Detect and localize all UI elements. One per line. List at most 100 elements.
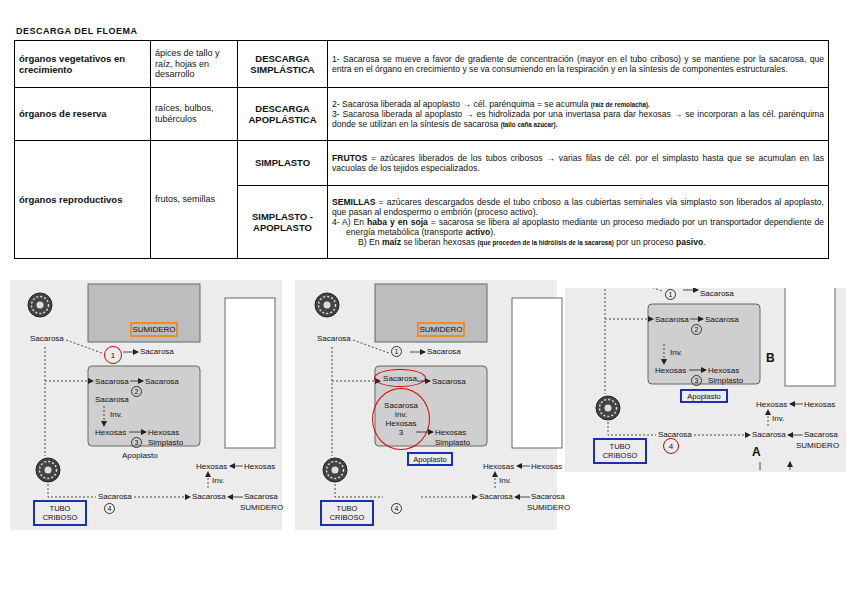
node-text: 1 bbox=[111, 351, 115, 360]
paragraph: frutos, semillas bbox=[155, 194, 233, 205]
paragraph: DESCARGA APOPLÁSTICA bbox=[242, 103, 323, 126]
sink-box: SUMIDERO bbox=[130, 322, 178, 337]
diagram-label: Sacarosa bbox=[145, 377, 179, 386]
cell-text: SIMPLASTO - APOPLASTO bbox=[252, 211, 313, 233]
cell-text: se liberan hexosas bbox=[401, 237, 477, 247]
diagram-label: Sacarosa bbox=[244, 492, 278, 501]
cell-text: B) En bbox=[358, 237, 382, 247]
cell-text: (que proceden de la hidrólisis de la sac… bbox=[477, 239, 613, 246]
paragraph: SIMPLASTO - APOPLASTO bbox=[242, 211, 323, 234]
diagram-label: Hexosas bbox=[244, 462, 275, 471]
sink-box: SUMIDERO bbox=[417, 322, 465, 337]
cell-text: maíz bbox=[382, 237, 401, 247]
diagram-label: Sacarosa bbox=[658, 430, 692, 439]
cell-text: . bbox=[703, 237, 705, 247]
node-text: 4 bbox=[669, 442, 673, 451]
table-cell: órganos de reserva bbox=[14, 87, 151, 141]
table-cell: 2- Sacarosa liberada al apoplasto → cél.… bbox=[327, 87, 829, 141]
cell-content: DESCARGA SIMPLÁSTICA bbox=[242, 53, 323, 76]
node-text: TUBO CRIBOSO bbox=[325, 504, 369, 522]
table-cell: 1- Sacarosa se mueve a favor de gradient… bbox=[327, 40, 829, 88]
table-cell: SIMPLASTO - APOPLASTO bbox=[237, 185, 328, 259]
paragraph: órganos reproductivos bbox=[19, 194, 146, 205]
table-cell: raíces, bulbos, tubérculos bbox=[150, 87, 238, 141]
apoplast-box: Apoplasto bbox=[407, 452, 453, 466]
callout-number: 1 bbox=[391, 346, 402, 357]
cell-content: SIMPLASTO bbox=[242, 157, 323, 168]
paragraph: FRUTOS = azúcares liberados de los tubos… bbox=[332, 153, 824, 173]
paragraph: SIMPLASTO bbox=[242, 157, 323, 168]
node-text: SUMIDERO bbox=[419, 325, 462, 334]
cell-content: órganos vegetativos en crecimiento bbox=[19, 53, 146, 76]
diagram-label: Inv. bbox=[772, 414, 784, 423]
paragraph: B) En maíz se liberan hexosas (que proce… bbox=[332, 237, 824, 247]
node-text: Hexosas bbox=[385, 419, 416, 428]
diagram-label: Sacarosa bbox=[655, 315, 689, 324]
region-letter: B bbox=[766, 352, 775, 365]
cell-text: DESCARGA SIMPLÁSTICA bbox=[250, 53, 314, 75]
node-text: 3 bbox=[399, 428, 403, 437]
diagram-label: Simplasto bbox=[148, 438, 183, 447]
diagram-label: Sacarosa bbox=[432, 377, 466, 386]
cell-content: raíces, bulbos, tubérculos bbox=[155, 103, 233, 125]
diagram-label: Sacarosa bbox=[700, 289, 734, 298]
table-cell: órganos vegetativos en crecimiento bbox=[14, 40, 151, 88]
apoplast-box: Apoplasto bbox=[680, 389, 728, 403]
node-text: TUBO CRIBOSO bbox=[38, 504, 82, 522]
cell-text: 2- Sacarosa liberada al apoplasto → cél.… bbox=[332, 99, 591, 109]
diagram-label: Sacarosa bbox=[705, 315, 739, 324]
diagram-label: SUMIDERO bbox=[527, 503, 570, 512]
paragraph: 1- Sacarosa se mueve a favor de gradient… bbox=[332, 54, 824, 74]
cell-text: órganos de reserva bbox=[19, 108, 107, 119]
cell-text: = azúcares liberados de los tubos cribos… bbox=[332, 153, 824, 173]
cell-text: órganos vegetativos en crecimiento bbox=[19, 53, 125, 75]
cell-text: DESCARGA APOPLÁSTICA bbox=[248, 103, 316, 125]
cell-text: (raíz de remolacha). bbox=[591, 101, 650, 108]
diagram-label: Inv. bbox=[499, 476, 511, 485]
diagram-label: Inv. bbox=[670, 348, 682, 357]
diagram-label: Hexosas bbox=[708, 366, 739, 375]
sieve-tube-box: TUBO CRIBOSO bbox=[320, 500, 374, 526]
cell-text: 3- Sacarosa liberada al apoplasto → es h… bbox=[332, 109, 824, 129]
cell-content: SEMILLAS = azúcares descargados desde el… bbox=[332, 197, 824, 248]
node-text: SUMIDERO bbox=[132, 325, 175, 334]
node-text: TUBO CRIBOSO bbox=[598, 442, 642, 460]
callout-number: 2 bbox=[131, 386, 142, 397]
diagram-label: Sacarosa bbox=[140, 347, 174, 356]
diagram-label: SUMIDERO bbox=[796, 441, 839, 450]
diagram-label: SUMIDERO bbox=[240, 503, 283, 512]
paragraph: raíces, bulbos, tubérculos bbox=[155, 103, 233, 125]
flow-arrow bbox=[104, 406, 105, 426]
cell-text: (tallo caña azúcar). bbox=[501, 121, 558, 128]
node-text: Apoplasto bbox=[413, 455, 446, 464]
cell-text: SIMPLASTO bbox=[255, 157, 310, 168]
diagram-label: Sacarosa bbox=[752, 430, 786, 439]
cell-content: FRUTOS = azúcares liberados de los tubos… bbox=[332, 153, 824, 173]
region-letter: A bbox=[752, 446, 761, 459]
diagram-label: Sacarosa bbox=[192, 492, 226, 501]
callout-number: 2 bbox=[691, 324, 702, 335]
cell-text: = azúcares descargados desde el tubo cri… bbox=[332, 197, 824, 217]
node-text: Inv. bbox=[395, 410, 407, 419]
highlight-circle: 1 bbox=[104, 346, 122, 364]
cell-text: órganos reproductivos bbox=[19, 194, 122, 205]
cell-content: ápices de tallo y raíz, hojas en desarro… bbox=[155, 48, 233, 80]
highlight-circle: 4 bbox=[663, 438, 679, 454]
diagram-label: Apoplasto bbox=[122, 451, 158, 460]
panel-drawing bbox=[28, 284, 275, 497]
diagram-label: Sacarosa bbox=[95, 377, 129, 386]
diagram-label: Hexosas bbox=[804, 400, 835, 409]
paragraph: 2- Sacarosa liberada al apoplasto → cél.… bbox=[332, 99, 824, 109]
paragraph: 4- A) En haba y en soja = sacarosa se li… bbox=[332, 217, 824, 237]
diagram-label: Sacarosa bbox=[479, 492, 513, 501]
diagram-label: Sacarosa bbox=[804, 430, 838, 439]
table-cell: SEMILLAS = azúcares descargados desde el… bbox=[327, 185, 829, 259]
diagram-label: Hexosas bbox=[483, 462, 514, 471]
callout-number: 3 bbox=[131, 437, 142, 448]
cell-text: ). bbox=[490, 227, 495, 237]
paragraph: ápices de tallo y raíz, hojas en desarro… bbox=[155, 48, 233, 80]
cell-text: 1- Sacarosa se mueve a favor de gradient… bbox=[332, 54, 824, 74]
diagram-title: DESCARGA DEL FLOEMA bbox=[16, 26, 138, 36]
diagram-label: Hexosas bbox=[95, 428, 126, 437]
